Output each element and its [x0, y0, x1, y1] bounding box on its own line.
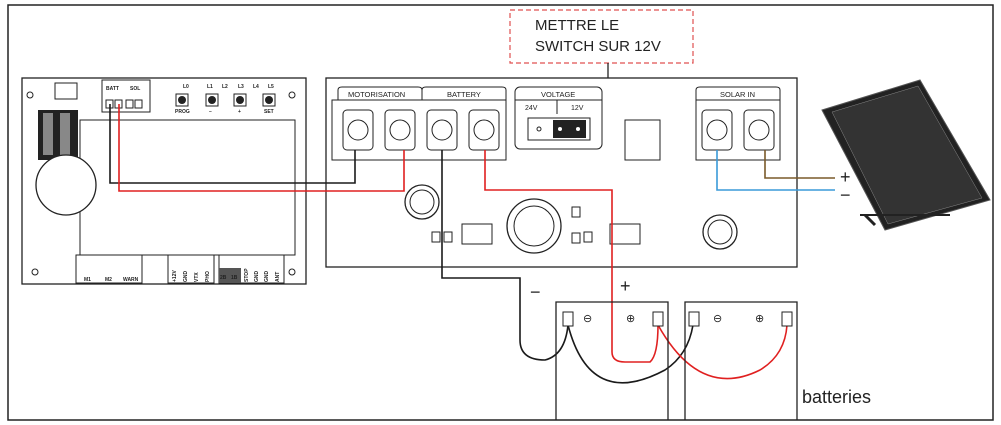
- black-wire-motor: [109, 104, 356, 184]
- label-stop: STOP: [244, 268, 250, 282]
- solar-minus: −: [840, 185, 851, 205]
- brown-wire-solar: [764, 150, 835, 179]
- battery-2: ⊖ ⊕: [684, 301, 798, 420]
- bottom-terminals: M1 M2 WARN +12V GND VTX PHO 2B 1B STOP G…: [75, 254, 285, 284]
- label-12v: +12V: [172, 270, 178, 282]
- svg-text:⊖: ⊖: [713, 313, 722, 325]
- svg-text:L2: L2: [222, 84, 228, 90]
- controller-buttons: PROG − + SET: [175, 93, 276, 115]
- red-wire-battery: [484, 150, 659, 363]
- 12v-label: 12V: [571, 105, 584, 112]
- battery-minus: −: [530, 282, 541, 302]
- red-wire-motor: [118, 104, 405, 192]
- red-wire-link: [657, 324, 788, 380]
- note-line-1: METTRE LE: [535, 17, 619, 34]
- svg-text:M1: M1: [84, 277, 91, 283]
- label-ant: ANT: [275, 272, 281, 282]
- label-gnd-1: GND: [183, 271, 189, 283]
- motorisation-label: MOTORISATION: [348, 90, 405, 99]
- svg-text:L3: L3: [238, 84, 244, 90]
- solar-in-label: SOLAR IN: [720, 90, 755, 99]
- svg-text:PROG: PROG: [175, 109, 190, 115]
- label-vtx: VTX: [194, 272, 200, 282]
- svg-text:L1: L1: [207, 84, 213, 90]
- black-wire-battery: [441, 150, 569, 361]
- outer-frame: [7, 4, 994, 421]
- svg-text:L4: L4: [253, 84, 259, 90]
- label-gnd-2: GND: [254, 271, 260, 283]
- battery-label: BATTERY: [447, 90, 481, 99]
- led-labels: L0 L1 L2 L3 L4 L5: [183, 84, 274, 90]
- svg-text:M2: M2: [105, 277, 112, 283]
- svg-text:WARN: WARN: [123, 277, 139, 283]
- battery-1: ⊖ ⊕: [555, 301, 669, 420]
- 24v-label: 24V: [525, 105, 538, 112]
- black-wire-link: [567, 324, 694, 384]
- svg-text:1B: 1B: [231, 275, 238, 281]
- wires: [109, 104, 835, 384]
- controller-board: BATT SOL L0 L1 L2 L3 L4 L5 PROG − + SET …: [21, 77, 307, 285]
- blue-wire-solar: [716, 150, 835, 191]
- solar-plus: +: [840, 167, 851, 187]
- svg-text:−: −: [209, 109, 212, 115]
- svg-text:⊖: ⊖: [583, 313, 592, 325]
- svg-text:+: +: [238, 109, 241, 115]
- svg-text:L5: L5: [268, 84, 274, 90]
- battery-plus: +: [620, 276, 631, 296]
- label-pho: PHO: [205, 271, 211, 282]
- svg-text:⊕: ⊕: [755, 313, 764, 325]
- batteries-label: batteries: [802, 387, 871, 407]
- batt-label: BATT: [106, 86, 119, 92]
- charger-board: MOTORISATION BATTERY VOLTAGE 24V 12V SOL…: [325, 77, 798, 268]
- solar-panel: [821, 79, 991, 231]
- note-box: METTRE LE SWITCH SUR 12V: [509, 9, 694, 131]
- voltage-label: VOLTAGE: [541, 90, 575, 99]
- svg-text:⊕: ⊕: [626, 313, 635, 325]
- svg-text:SET: SET: [264, 109, 274, 115]
- sol-label: SOL: [130, 86, 140, 92]
- note-line-2: SWITCH SUR 12V: [535, 38, 661, 55]
- terminal-screws: [331, 99, 781, 161]
- label-gnd-3: GND: [264, 271, 270, 283]
- svg-text:2B: 2B: [220, 275, 227, 281]
- svg-text:L0: L0: [183, 84, 189, 90]
